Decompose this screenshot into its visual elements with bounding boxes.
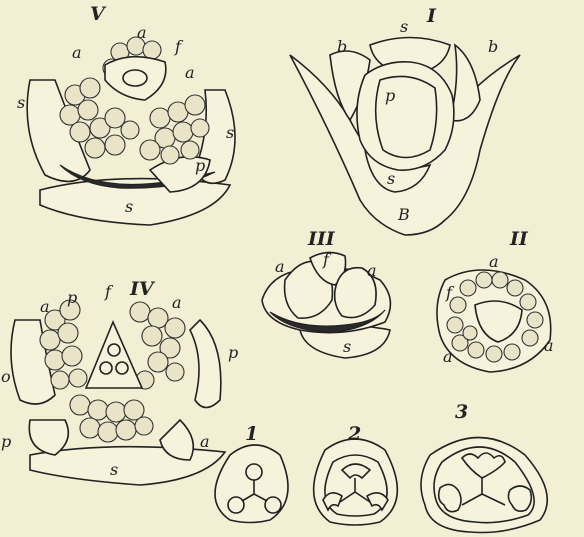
figure-v-label-a-top: a: [137, 23, 147, 42]
section-1-outline: [215, 445, 288, 523]
figure-v-label-f: f: [174, 37, 184, 56]
figure-iv-label-a-bottom: a: [200, 432, 210, 451]
figure-v-label-s-bottom: s: [125, 197, 133, 216]
figure-iv-label-a-left: a: [40, 297, 50, 316]
figure-iv-label-o: o: [1, 367, 11, 386]
figure-v-label-a-right: a: [185, 63, 195, 82]
figure-iv: IV f a p a p o p a s: [1, 278, 238, 485]
figure-i-label-b-right: b: [488, 37, 498, 56]
figure-iv-label-p-right: p: [228, 343, 238, 362]
section-3-outline: [421, 438, 547, 533]
figure-iv-pistil: [86, 322, 142, 388]
figure-iv-label-f: f: [104, 282, 114, 301]
figure-v-stigma: [105, 57, 166, 100]
figure-i: I s b b p s B: [290, 5, 520, 235]
figure-iv-label-a-right: a: [172, 293, 182, 312]
figure-iii: III a f a s: [262, 228, 390, 358]
figure-iv-petal-right: [190, 320, 221, 408]
figure-v-label-a-left: a: [72, 43, 82, 62]
figure-ii: II a f a a: [437, 228, 554, 372]
figure-ii-label-a-top: a: [489, 252, 499, 271]
section-2-number: 2: [347, 423, 361, 445]
figure-ii-numeral: II: [509, 228, 529, 250]
figure-iv-label-p-left: p: [67, 288, 77, 307]
figure-v-label-p: p: [195, 156, 205, 175]
figure-i-label-B: B: [397, 205, 410, 224]
figure-iii-label-s: s: [343, 337, 351, 356]
figure-iv-label-s: s: [110, 460, 118, 479]
section-2: 2: [314, 423, 398, 525]
figure-i-label-s-top: s: [400, 17, 408, 36]
figure-v-label-s-left: s: [17, 93, 25, 112]
figure-i-label-b-left: b: [337, 37, 347, 56]
figure-iii-label-a-left: a: [275, 257, 285, 276]
section-3-number: 3: [455, 401, 468, 423]
figure-iii-label-a-right: a: [367, 261, 377, 280]
figure-iv-label-p-bottom: p: [1, 432, 11, 451]
figure-v: V a f a a s s p s: [17, 3, 235, 225]
section-1: 1: [215, 423, 288, 523]
figure-i-label-p: p: [385, 86, 395, 105]
figure-ii-label-a-left: a: [443, 347, 453, 366]
section-1-number: 1: [245, 423, 258, 445]
section-3: 3: [421, 401, 547, 533]
figure-v-numeral: V: [90, 3, 107, 25]
figure-iv-numeral: IV: [129, 278, 156, 300]
figure-i-label-s-bottom: s: [387, 169, 395, 188]
figure-ii-label-a-right: a: [544, 336, 554, 355]
figure-v-label-s-right: s: [226, 123, 234, 142]
figure-iii-numeral: III: [307, 228, 336, 250]
figure-i-numeral: I: [426, 5, 437, 27]
